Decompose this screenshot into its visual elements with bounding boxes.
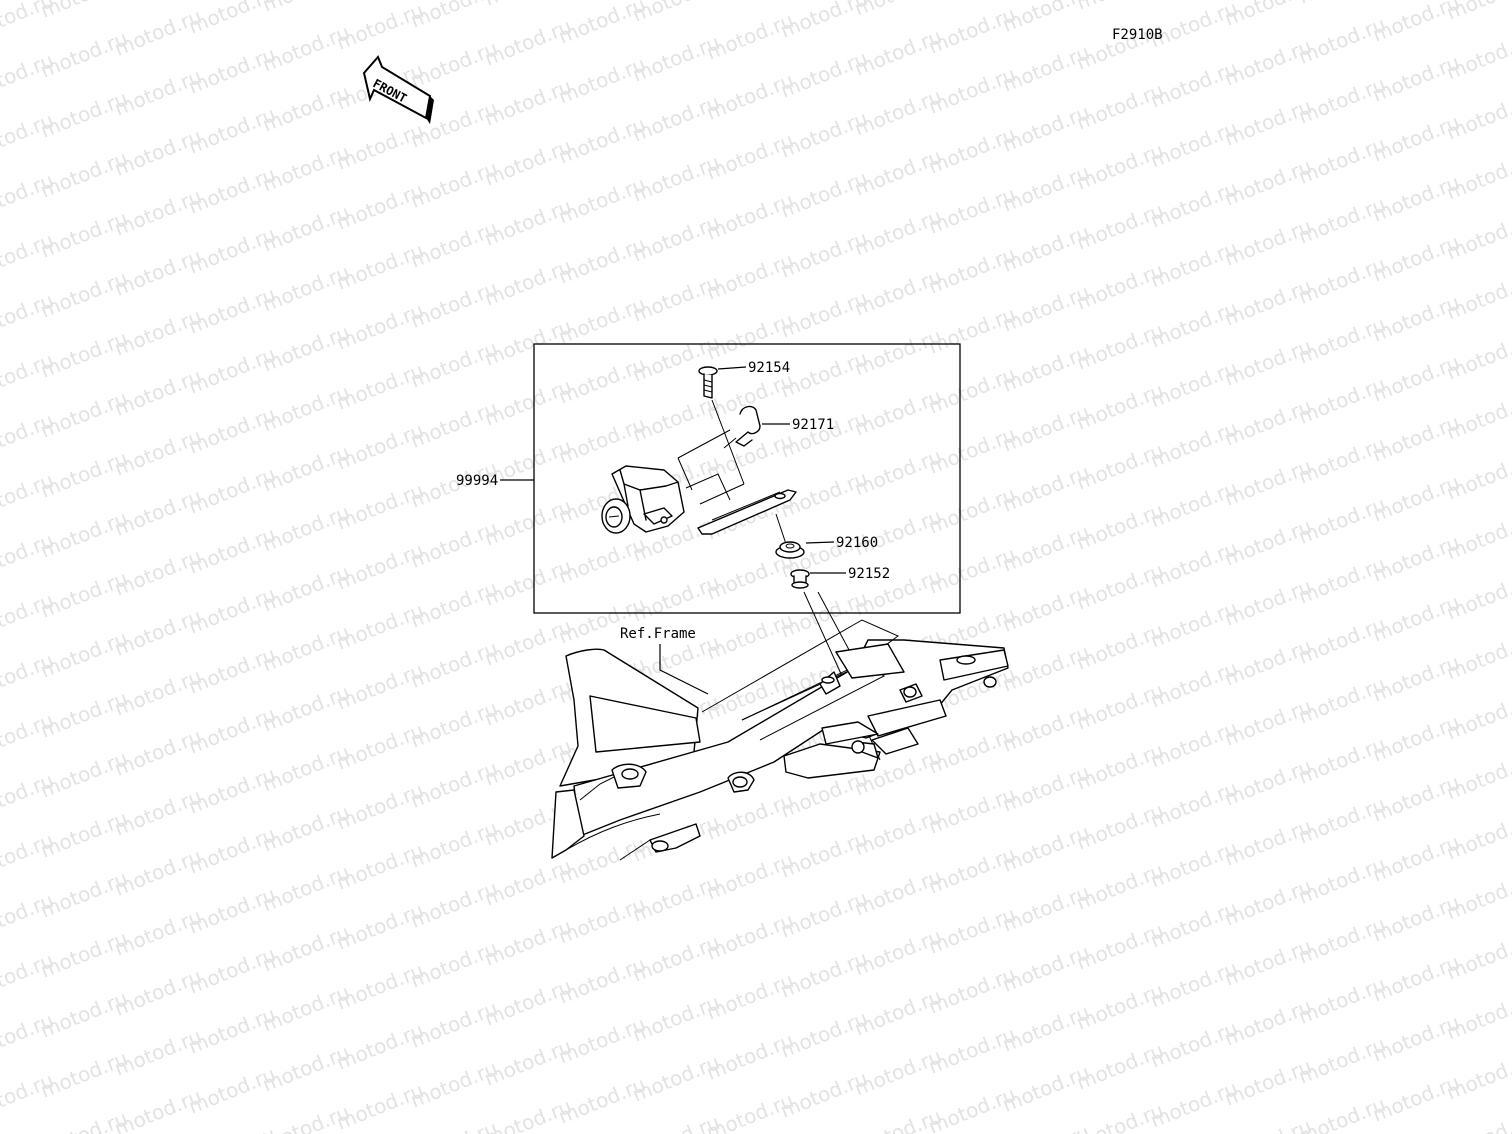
ref-frame-label: Ref.Frame xyxy=(620,626,696,642)
collar-92152 xyxy=(790,569,810,589)
callout-99994: 99994 xyxy=(456,473,498,489)
bracket-plate xyxy=(697,483,797,535)
callout-92160: 92160 xyxy=(836,535,878,551)
bolt-92154 xyxy=(698,366,718,399)
figure-code: F2910B xyxy=(1112,27,1163,43)
callout-92171: 92171 xyxy=(792,417,834,433)
front-arrow-icon: FRONT xyxy=(362,55,434,124)
callout-92152: 92152 xyxy=(848,566,890,582)
grommet-92160 xyxy=(775,541,805,559)
switch-assembly xyxy=(601,465,685,534)
assembly-box xyxy=(533,343,961,614)
reference-frame xyxy=(551,619,1009,861)
callout-92154: 92154 xyxy=(748,360,790,376)
clip-92171 xyxy=(723,405,761,449)
